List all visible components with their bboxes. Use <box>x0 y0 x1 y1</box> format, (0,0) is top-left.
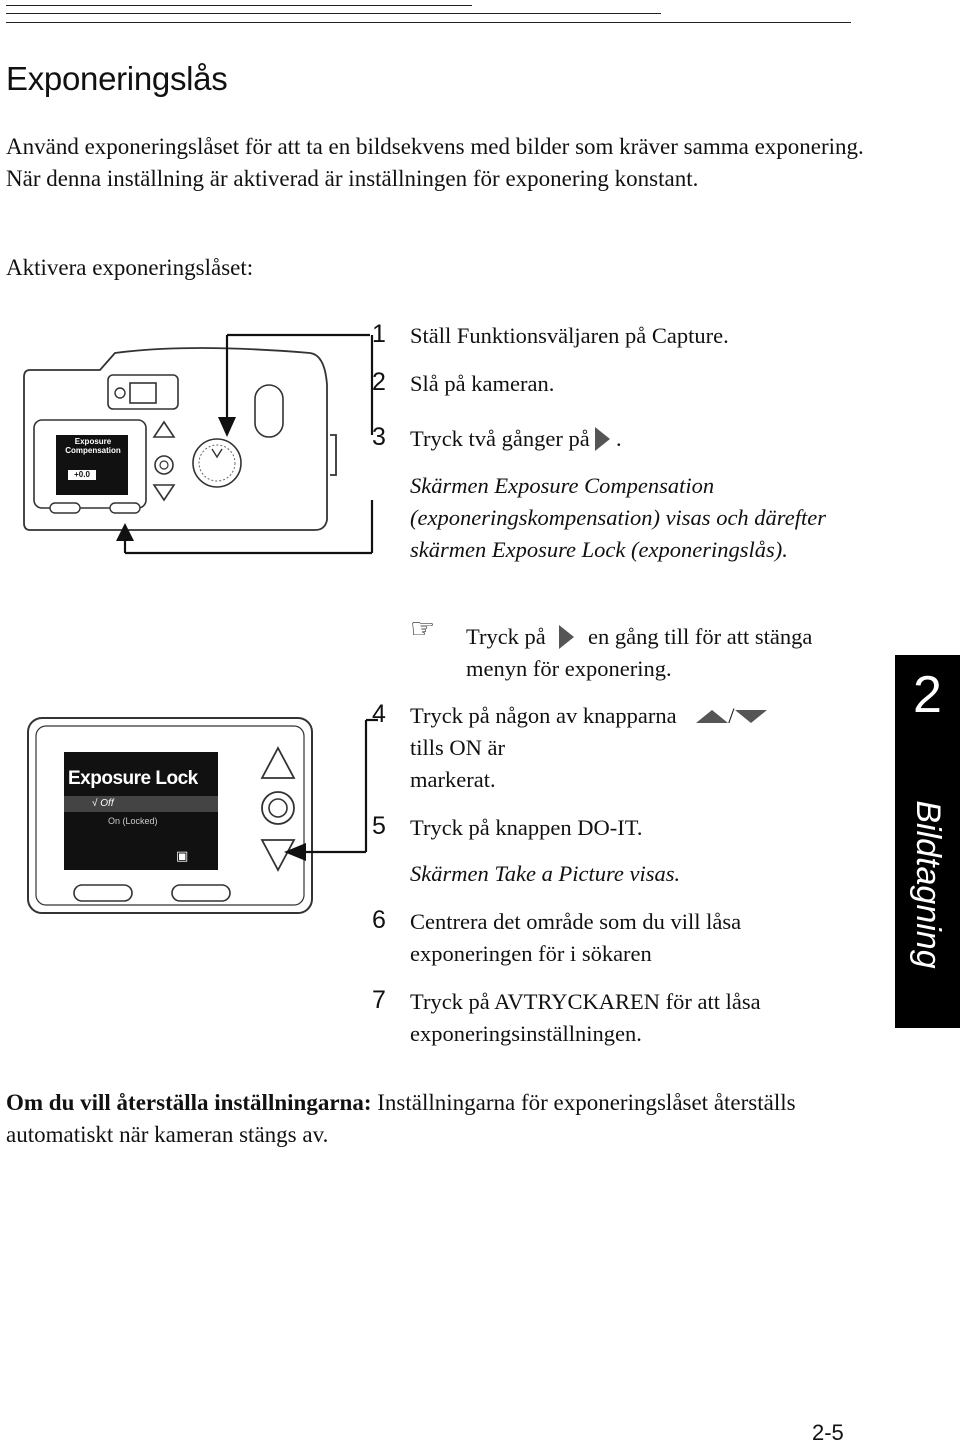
camera-screen-2-item1: √ Off <box>92 798 114 809</box>
step-1-number: 1 <box>372 320 386 348</box>
page-title: Exponeringslås <box>6 60 228 97</box>
reset-text: Inställningarna för exponeringslåset åte… <box>6 1090 796 1147</box>
step-5-note: Skärmen Take a Picture visas. <box>410 861 681 886</box>
step-4-number: 4 <box>372 700 386 728</box>
step-1-text: Ställ Funktionsväljaren på Capture. <box>410 323 729 348</box>
step-3-note: Skärmen Exposure Compensation (exponerin… <box>410 473 826 562</box>
svg-text:▣: ▣ <box>176 849 188 864</box>
step-2-number: 2 <box>372 368 386 396</box>
camera-screen-2-item2: On (Locked) <box>108 816 158 826</box>
tip-text-after: en gång till för att stänga menyn för ex… <box>466 624 813 681</box>
chapter-label: Bildtagning <box>909 800 947 969</box>
top-rule-3 <box>6 22 851 23</box>
step-6-text: Centrera det område som du vill låsa exp… <box>410 909 742 966</box>
top-rule-1 <box>6 5 472 6</box>
reset-paragraph: Om du vill återställa inställningarna: I… <box>6 1087 816 1151</box>
step-3-text-after: . <box>616 426 622 451</box>
step-7-text: Tryck på AVTRYCKAREN för att låsa expone… <box>410 989 761 1046</box>
tip-text-before: Tryck på <box>466 624 546 649</box>
chapter-tab: 2 Bildtagning <box>895 655 960 1028</box>
tip-text: Tryck på en gång till för att stänga men… <box>466 621 826 685</box>
camera-display-illustration: ▣ <box>27 717 378 914</box>
step-4-text-after: tills ON är markerat. <box>410 735 505 792</box>
step-4-text-before: Tryck på någon av knapparna <box>410 703 677 728</box>
camera-screen-2-title: Exposure Lock <box>68 768 198 789</box>
step-6-number: 6 <box>372 906 386 934</box>
step-3-text-before: Tryck två gånger på <box>410 426 590 451</box>
down-arrow-icon <box>734 710 767 723</box>
camera-screen-1-title: Exposure Compensation <box>65 437 121 455</box>
chapter-number: 2 <box>913 666 942 724</box>
step-4-text: Tryck på någon av knapparna / tills ON ä… <box>410 700 830 796</box>
step-3-number: 3 <box>372 423 386 451</box>
step-5-number: 5 <box>372 812 386 840</box>
camera-back-illustration <box>23 333 374 555</box>
intro-paragraph: Använd exponeringslåset för att ta en bi… <box>6 134 864 191</box>
pointing-hand-icon: ☞ <box>410 612 436 645</box>
right-arrow-icon <box>559 625 575 649</box>
step-2-text: Slå på kameran. <box>410 371 555 396</box>
step-3-text: Tryck två gånger på . <box>410 423 622 455</box>
up-arrow-icon <box>696 710 729 723</box>
activate-heading: Aktivera exponeringslåset: <box>6 255 254 280</box>
camera-screen-1-value: +0.0 <box>74 470 90 479</box>
page-number: 2-5 <box>812 1420 844 1445</box>
reset-heading: Om du vill återställa inställningarna: <box>6 1090 372 1115</box>
top-rule-2 <box>6 13 661 14</box>
step-5-text: Tryck på knappen DO-IT. <box>410 815 643 840</box>
step-4-separator: / <box>728 703 735 728</box>
step-7-number: 7 <box>372 986 386 1014</box>
right-arrow-icon <box>595 427 611 451</box>
